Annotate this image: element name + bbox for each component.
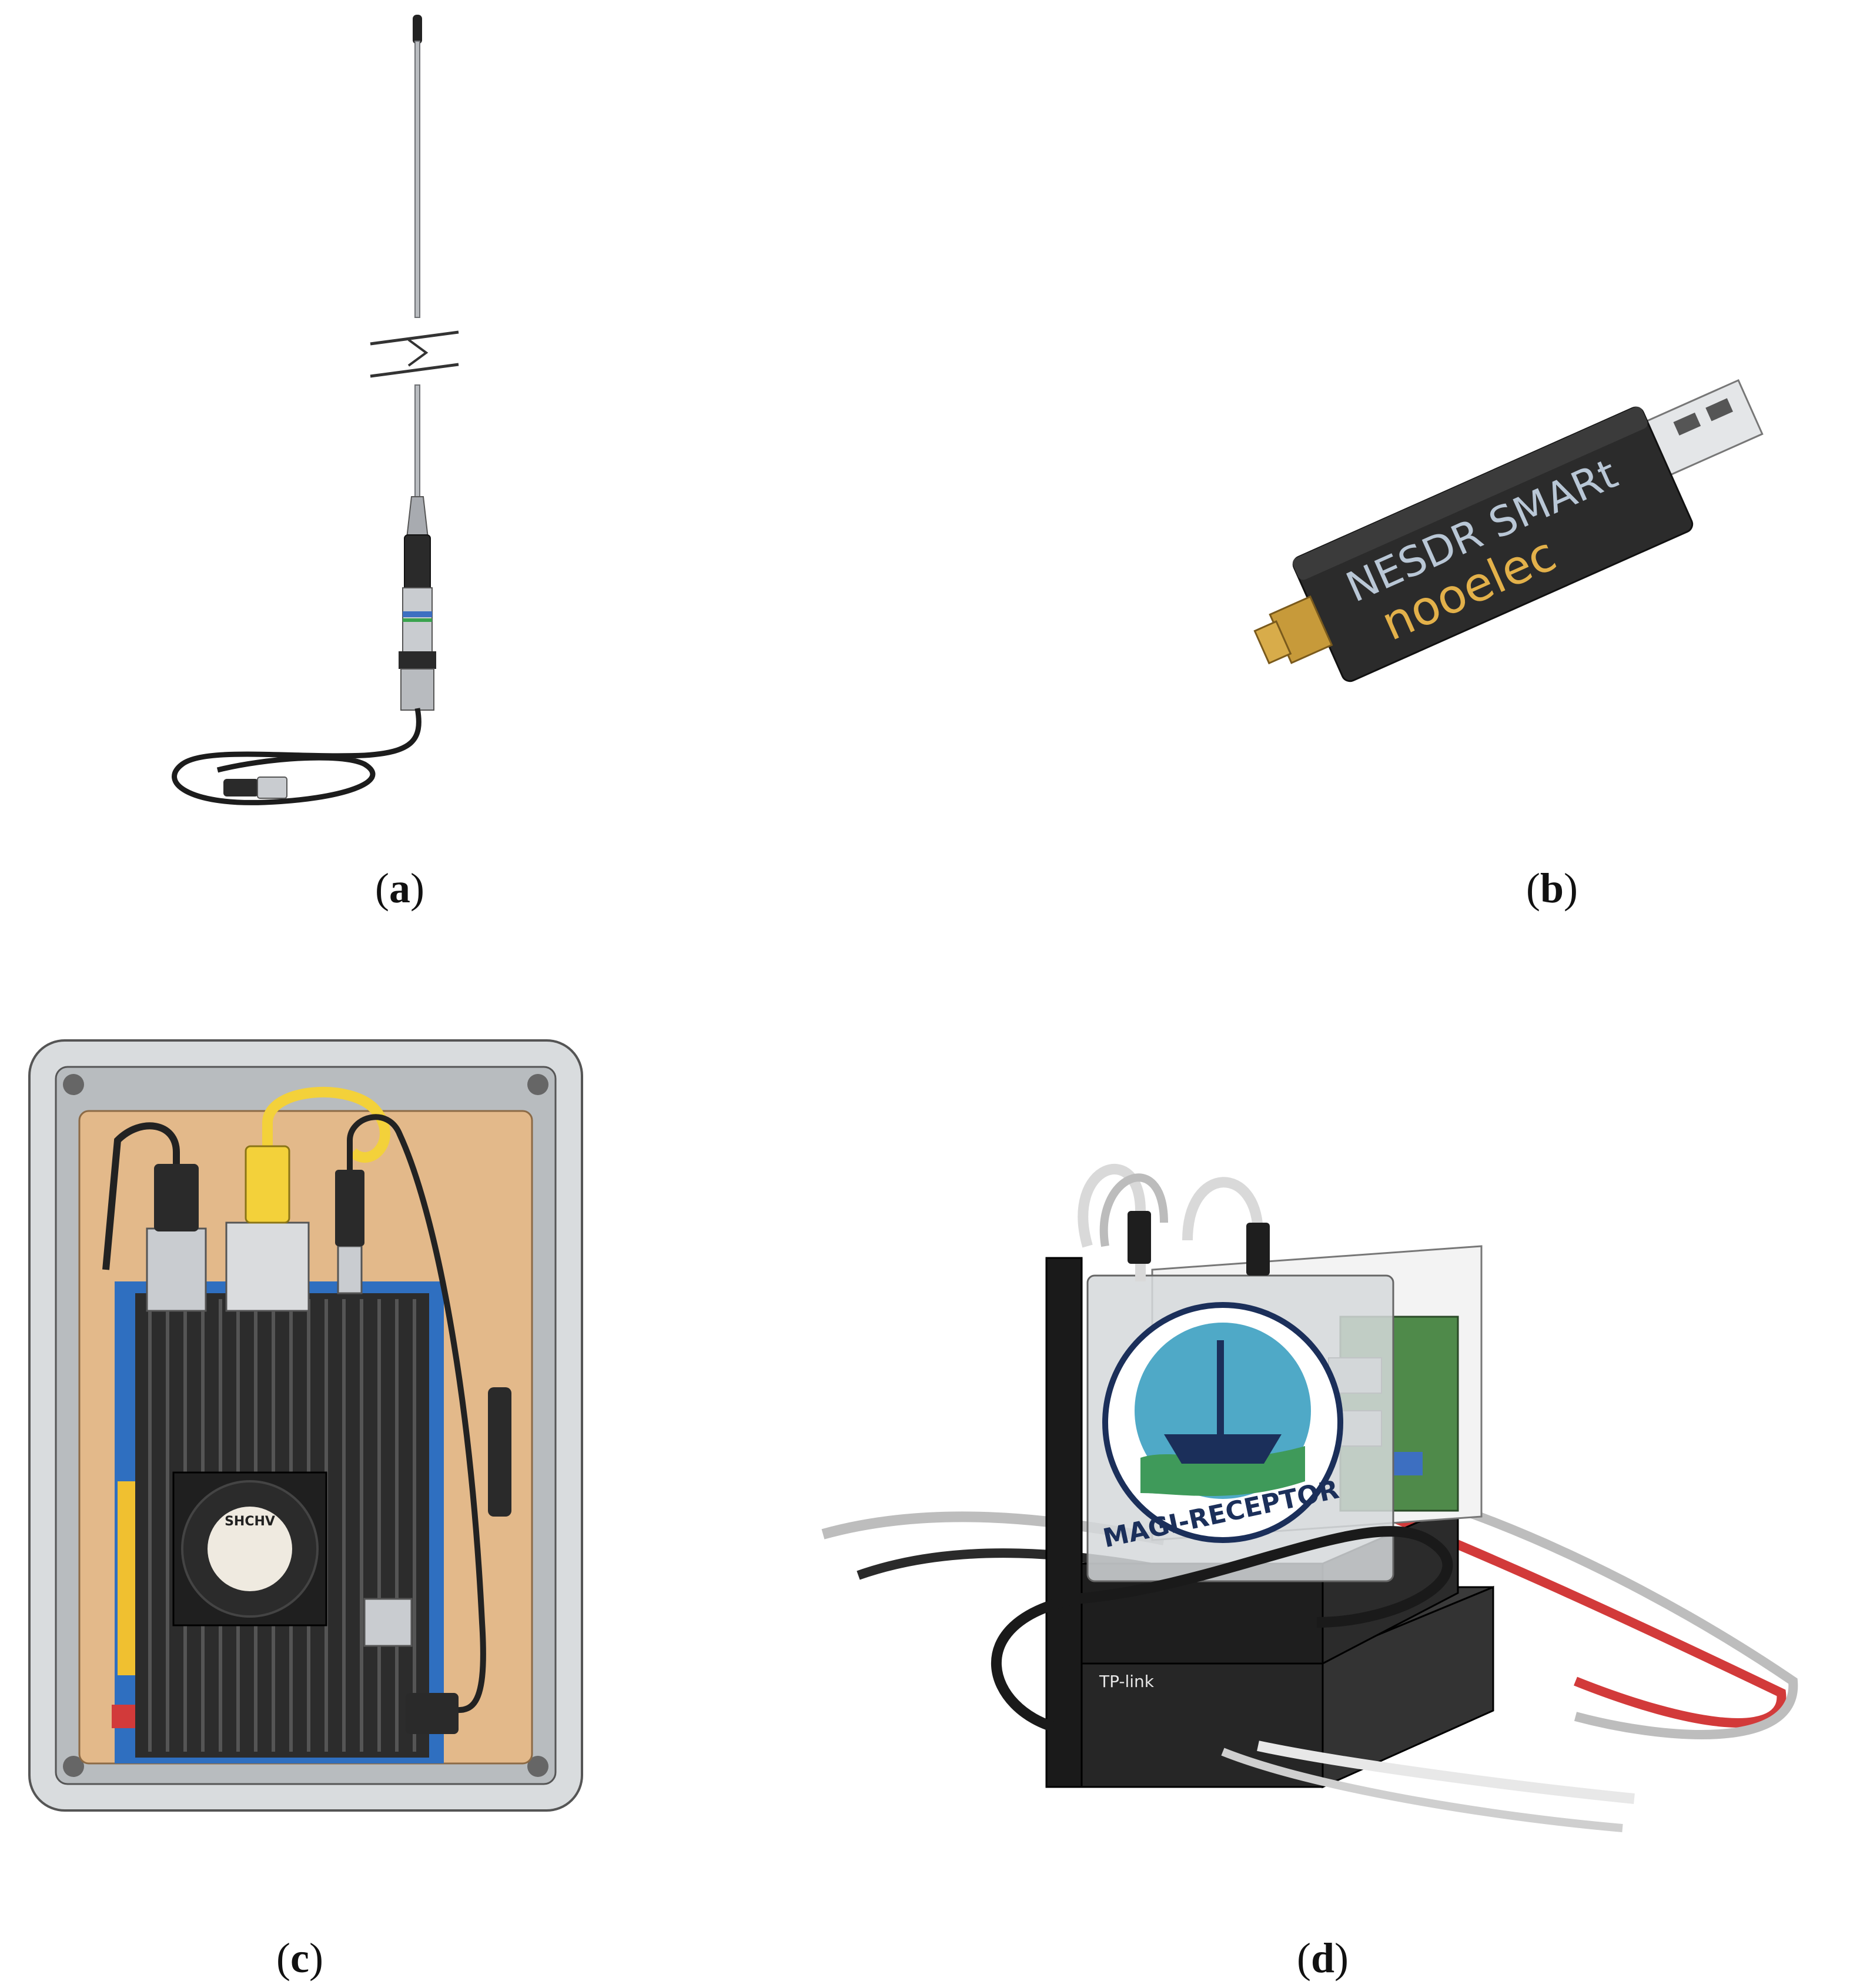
panel-d-receiver-illustration: TP-link MAGI-RECEPTOR (811, 1093, 1799, 1858)
caption-c-label: c (290, 1935, 309, 1982)
caption-d: (d) (1296, 1935, 1349, 1982)
dongle-drawing: NESDR SMARt nooelec (1253, 379, 1764, 682)
switch-brand-text: TP-link (1099, 1672, 1155, 1691)
fan-label-text: SHCHV (225, 1514, 275, 1529)
panel-a-antenna-illustration (118, 0, 741, 846)
caption-c: (c) (276, 1935, 323, 1982)
panel-b-dongle-illustration: NESDR SMARt nooelec (1223, 282, 1846, 752)
receiver-drawing: TP-link MAGI-RECEPTOR (821, 1164, 1798, 1832)
enclosure-drawing: SHCHV (28, 1039, 583, 1812)
panel-c-enclosure-illustration: SHCHV (24, 1035, 588, 1816)
caption-a-label: a (389, 865, 410, 912)
caption-d-label: d (1310, 1935, 1335, 1982)
caption-b-label: b (1540, 865, 1564, 912)
caption-a: (a) (375, 865, 424, 912)
caption-b: (b) (1526, 865, 1578, 912)
antenna-drawing (172, 15, 459, 805)
